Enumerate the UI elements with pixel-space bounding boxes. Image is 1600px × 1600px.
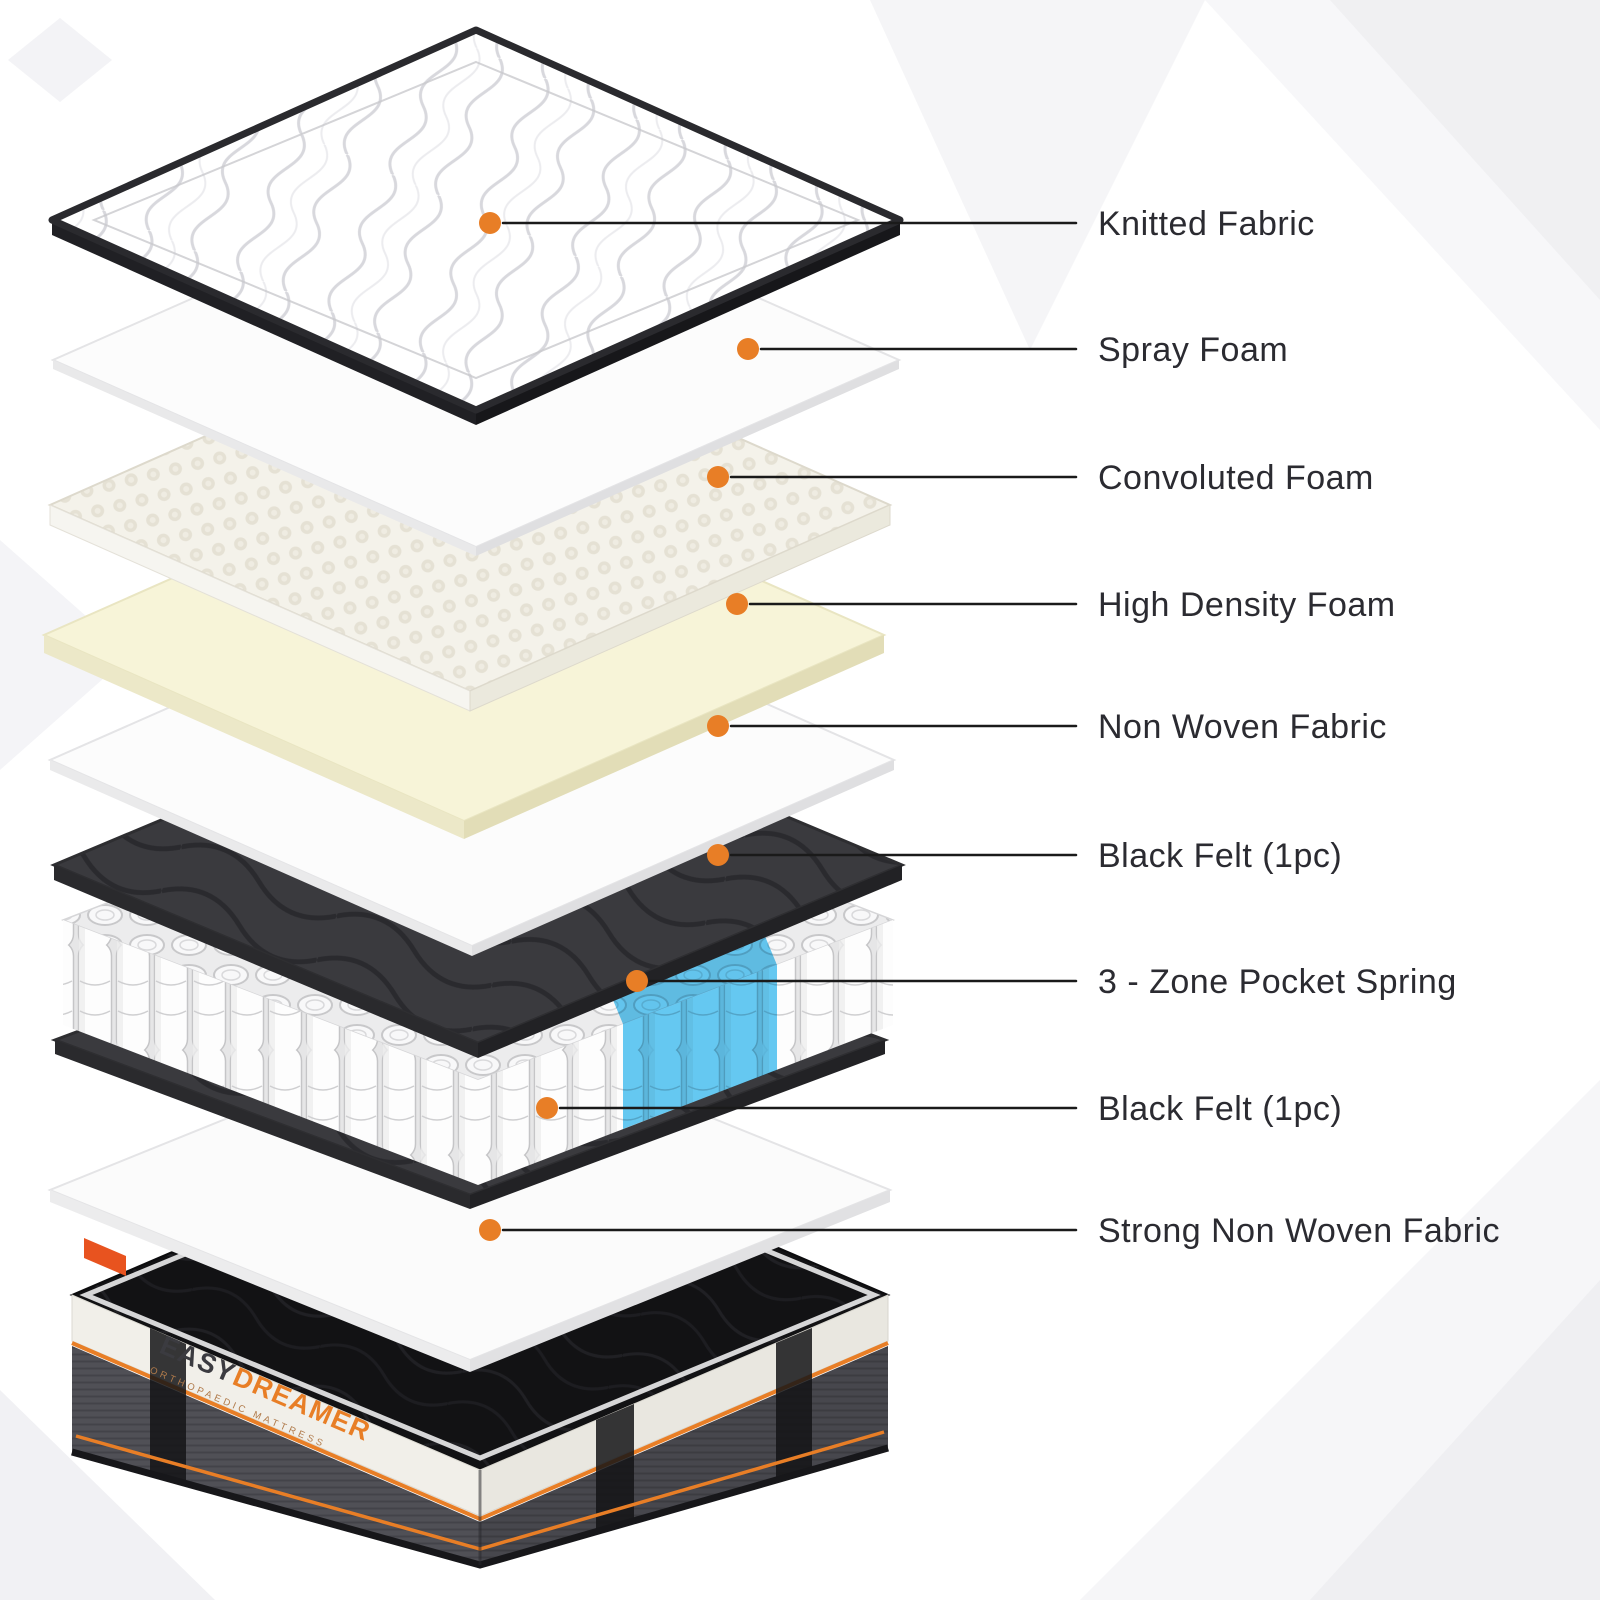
spray-foam-side-left <box>53 360 476 556</box>
callout-dot <box>479 212 501 234</box>
callouts: Knitted Fabric Spray Foam Convoluted Foa… <box>479 205 1500 1250</box>
callout-label: Non Woven Fabric <box>1098 708 1387 746</box>
black-felt-bottom-side-right <box>470 1040 885 1209</box>
callout-label: 3 - Zone Pocket Spring <box>1098 963 1457 1001</box>
knitted-border-stitch <box>91 60 861 380</box>
callout-dot <box>479 1219 501 1241</box>
callout-dot <box>626 970 648 992</box>
callout-dot <box>707 715 729 737</box>
high-density-side-right <box>464 635 884 839</box>
spray-foam-side-right <box>476 360 899 556</box>
mattress-strap-right-1 <box>596 1404 634 1532</box>
bg-triangle-top <box>870 0 1205 350</box>
callout-dot <box>707 844 729 866</box>
bg-wedge-top-right-inner <box>1330 0 1600 300</box>
springs-blue-zone-side <box>623 965 777 1129</box>
callout-knitted-fabric: Knitted Fabric <box>479 205 1315 243</box>
callout-black-felt-top: Black Felt (1pc) <box>707 837 1342 875</box>
layer-knitted-fabric <box>48 26 904 425</box>
callout-black-felt-bottom: Black Felt (1pc) <box>536 1090 1342 1128</box>
callout-strong-non-woven: Strong Non Woven Fabric <box>479 1212 1500 1250</box>
callout-label: Spray Foam <box>1098 331 1288 369</box>
black-felt-top-side-left <box>54 865 478 1058</box>
callout-dot <box>536 1097 558 1119</box>
strong-non-woven-side-right <box>470 1190 890 1372</box>
convoluted-side-right <box>469 504 891 712</box>
springs-side-left <box>63 920 478 1185</box>
high-density-side-left <box>44 635 464 839</box>
mattress-strap-right-2 <box>776 1328 812 1480</box>
callout-label: Knitted Fabric <box>1098 205 1315 243</box>
callout-non-woven-fabric: Non Woven Fabric <box>707 708 1387 746</box>
bg-triangle-bottom-right-inner <box>1310 1280 1600 1600</box>
black-felt-top-side-right <box>478 865 902 1058</box>
callout-convoluted-foam: Convoluted Foam <box>707 459 1374 497</box>
callout-label: High Density Foam <box>1098 586 1396 624</box>
black-felt-bottom-side-left <box>55 1040 470 1209</box>
knitted-top-face <box>48 26 904 414</box>
brand-tag <box>84 1238 126 1276</box>
mattress-strap-left <box>150 1328 186 1484</box>
callout-pocket-spring: 3 - Zone Pocket Spring <box>626 963 1457 1001</box>
bg-diamond-top-left <box>8 18 112 102</box>
callout-dot <box>726 593 748 615</box>
callout-dot <box>737 338 759 360</box>
callout-label: Strong Non Woven Fabric <box>1098 1212 1500 1250</box>
non-woven-side-left <box>50 760 472 956</box>
callout-label: Black Felt (1pc) <box>1098 837 1342 875</box>
callout-spray-foam: Spray Foam <box>737 331 1288 369</box>
non-woven-side-right <box>472 760 894 956</box>
strong-non-woven-side-left <box>50 1190 470 1372</box>
callout-dot <box>707 466 729 488</box>
bg-triangle-bottom-left <box>0 1390 215 1600</box>
callout-high-density-foam: High Density Foam <box>726 586 1396 624</box>
callout-label: Convoluted Foam <box>1098 459 1374 497</box>
callout-label: Black Felt (1pc) <box>1098 1090 1342 1128</box>
